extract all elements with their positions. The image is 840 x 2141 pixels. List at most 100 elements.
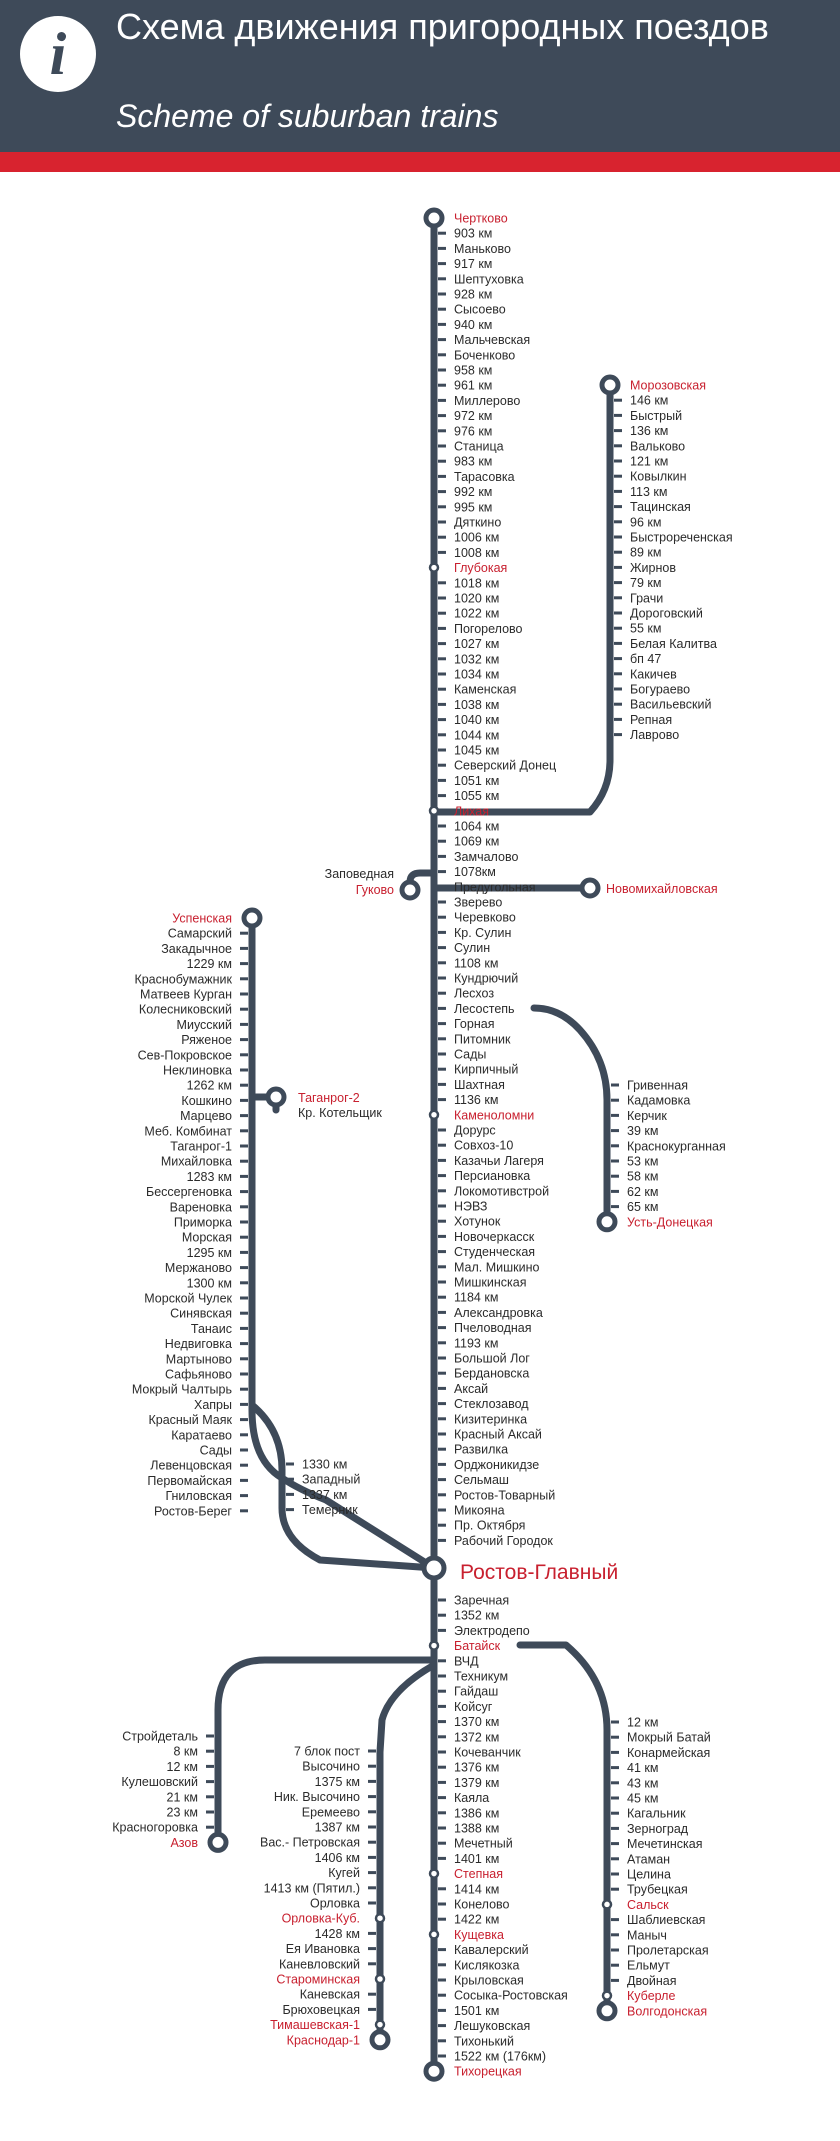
station-1401-км-label: 1401 км [454, 1852, 499, 1866]
station-тихонький-label: Тихонький [454, 2034, 514, 2048]
station-ряженое-label: Ряженое [181, 1033, 232, 1047]
station-недвиговка-label: Недвиговка [165, 1337, 232, 1351]
station-студенческая-label: Студенческая [454, 1245, 535, 1259]
station-1038-км-label: 1038 км [454, 698, 499, 712]
station-кирпичный-label: Кирпичный [454, 1063, 518, 1077]
station-брюховецкая-label: Брюховецкая [282, 2003, 360, 2017]
station-танаис-label: Танаис [191, 1322, 232, 1336]
station-маньково-label: Маньково [454, 242, 511, 256]
station-1352-км-label: 1352 км [454, 1609, 499, 1623]
station-успенская-terminal [241, 907, 263, 929]
station-батайск-stop [428, 1640, 440, 1651]
station-53-км-label: 53 км [627, 1155, 658, 1169]
station-краснодар-1-terminal [369, 2029, 391, 2051]
station-мальчевская-label: Мальчевская [454, 333, 530, 347]
station-кр-котельщик-label: Кр. Котельщик [298, 1106, 382, 1120]
station-1193-км-label: 1193 км [454, 1336, 498, 1350]
station-репная-label: Репная [630, 713, 672, 727]
station-каневская-label: Каневская [300, 1988, 360, 2002]
station-хотунок-label: Хотунок [454, 1215, 501, 1229]
station-1422-км-label: 1422 км [454, 1913, 499, 1927]
station-еремеево-label: Еремеево [302, 1805, 360, 1819]
station-сафьяново-label: Сафьяново [165, 1368, 232, 1382]
station-зерноград-label: Зерноград [627, 1822, 689, 1836]
station-пчеловодная-label: Пчеловодная [454, 1321, 532, 1335]
station-грачи-label: Грачи [630, 591, 663, 605]
station-усть-донецкая-label: Усть-Донецкая [627, 1215, 713, 1229]
station-орловка-куб-stop [374, 1912, 386, 1924]
station-электродепо-label: Электродепо [454, 1624, 530, 1638]
station-кущевка-label: Кущевка [454, 1928, 504, 1942]
station-бессергеновка-label: Бессергеновка [146, 1185, 232, 1199]
station-матвеев-курган-label: Матвеев Курган [140, 988, 232, 1002]
station-7-блок-пост-label: 7 блок пост [294, 1745, 360, 1759]
station-1379-км-label: 1379 км [454, 1776, 499, 1790]
station-каменоломни-label: Каменоломни [454, 1108, 534, 1122]
station-вареновка-label: Вареновка [170, 1200, 232, 1214]
station-сулин-label: Сулин [454, 941, 490, 955]
station-жирнов-label: Жирнов [630, 561, 676, 575]
station-65-км-label: 65 км [627, 1200, 658, 1214]
station-кошкино-label: Кошкино [181, 1094, 232, 1108]
station-кадамовка-label: Кадамовка [627, 1094, 690, 1108]
station-лихая-label: Лихая [454, 804, 489, 818]
station-конармейская-label: Конармейская [627, 1746, 710, 1760]
station-куберле-stop [601, 1990, 613, 2001]
station-972-км-label: 972 км [454, 409, 492, 423]
station-каменоломни-stop [428, 1109, 440, 1121]
station-кугей-label: Кугей [328, 1866, 360, 1880]
station-1283-км-label: 1283 км [187, 1170, 232, 1184]
station-керчик-label: Керчик [627, 1109, 667, 1123]
station-совхоз-10-label: Совхоз-10 [454, 1139, 513, 1153]
station-горная-label: Горная [454, 1017, 494, 1031]
station-958-км-label: 958 км [454, 364, 492, 378]
morozovsk-branch-track [430, 381, 614, 816]
station-96-км-label: 96 км [630, 515, 661, 529]
station-левенцовская-label: Левенцовская [150, 1459, 232, 1473]
station-995-км-label: 995 км [454, 500, 492, 514]
station-79-км-label: 79 км [630, 576, 661, 590]
station-1040-км-label: 1040 км [454, 713, 499, 727]
azov-branch-track [214, 1656, 438, 1846]
station-лесостепь-label: Лесостепь [454, 1002, 515, 1016]
station-каневловский-label: Каневловский [279, 1957, 360, 1971]
station-ростов-главный-label: Ростов-Главный [460, 1561, 618, 1584]
station-глубокая-label: Глубокая [454, 561, 507, 575]
station-1051-км-label: 1051 км [454, 774, 499, 788]
station-волгодонская-label: Волгодонская [627, 2004, 707, 2018]
station-кочеванчик-label: Кочеванчик [454, 1746, 521, 1760]
station-вчд-label: ВЧД [454, 1654, 479, 1668]
station-мал-мишкино-label: Мал. Мишкино [454, 1260, 540, 1274]
station-1078км-label: 1078км [454, 865, 496, 879]
station-1184-км-label: 1184 км [454, 1291, 498, 1305]
station-гривенная-label: Гривенная [627, 1079, 688, 1093]
station-персиановка-label: Персиановка [454, 1169, 530, 1183]
station-колесниковский-label: Колесниковский [139, 1003, 232, 1017]
station-мокрый-чалтырь-label: Мокрый Чалтырь [132, 1383, 232, 1397]
station-1406-км-label: 1406 км [315, 1851, 360, 1865]
station-кущевка-stop [428, 1929, 440, 1940]
volgodonsk-branch-track [516, 1641, 611, 2016]
station-неклиновка-label: Неклиновка [163, 1064, 232, 1078]
station-орджоникидзе-label: Орджоникидзе [454, 1458, 539, 1472]
station-сады-label: Сады [454, 1048, 486, 1062]
station-тимашевская-1-stop [374, 2019, 386, 2030]
station-шептуховка-label: Шептуховка [454, 272, 524, 286]
station-1295-км-label: 1295 км [187, 1246, 232, 1260]
station-староминская-label: Староминская [276, 1973, 360, 1987]
station-23-км-label: 23 км [167, 1806, 198, 1820]
station-гуково-label: Гуково [356, 883, 394, 897]
station-морозовская-label: Морозовская [630, 379, 706, 393]
station-конелово-label: Конелово [454, 1898, 510, 1912]
station-васильевский-label: Васильевский [630, 698, 711, 712]
accent-stripe [0, 152, 840, 172]
station-каменская-label: Каменская [454, 683, 516, 697]
station-ростов-берег-label: Ростов-Берег [154, 1504, 232, 1518]
station-1300-км-label: 1300 км [187, 1276, 232, 1290]
station-928-км-label: 928 км [454, 288, 492, 302]
station-сосыка-ростовская-label: Сосыка-Ростовская [454, 1989, 568, 2003]
station-краснобумажник-label: Краснобумажник [134, 972, 232, 986]
station-миллерово-label: Миллерово [454, 394, 520, 408]
station-1428-км-label: 1428 км [315, 1927, 360, 1941]
page-title: Схема движения пригородных поездов [116, 6, 769, 47]
